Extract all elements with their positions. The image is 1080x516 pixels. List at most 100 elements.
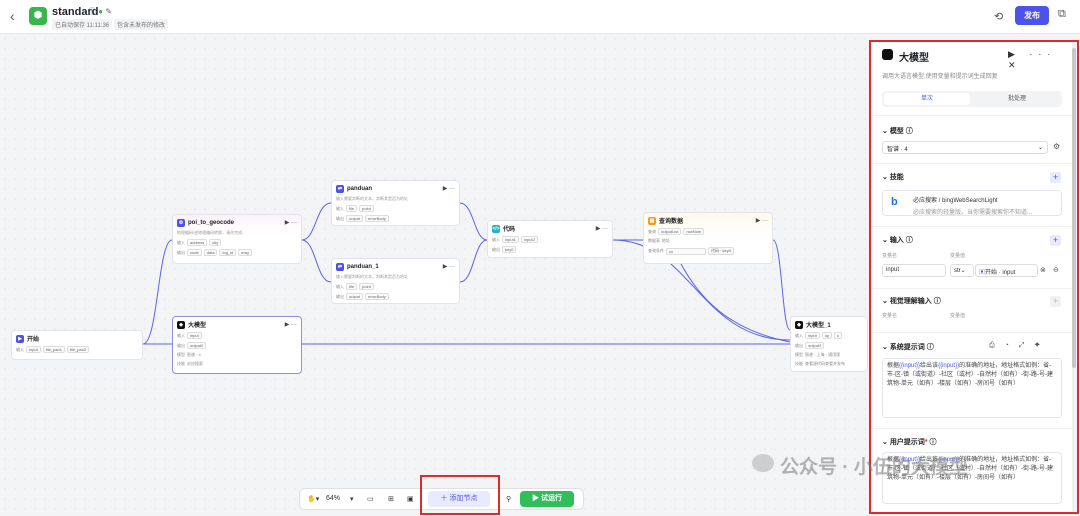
divider bbox=[872, 332, 1076, 333]
trial-run-label: 试运行 bbox=[540, 495, 562, 502]
tag: op bbox=[821, 332, 833, 339]
node-actions[interactable]: ▶ ··· bbox=[284, 322, 297, 328]
input-section-title[interactable]: ⌄ 输入 ⓘ bbox=[882, 237, 913, 244]
user-prompt-title[interactable]: ⌄ 用户提示词* ⓘ bbox=[882, 439, 937, 446]
vision-section-title[interactable]: ⌄ 视觉理解输入 ⓘ bbox=[882, 298, 941, 305]
tag: address bbox=[187, 239, 208, 246]
panel-actions[interactable]: ▶ ··· ✕ bbox=[1008, 49, 1057, 70]
panel-description: 调用大语言模型,使用变量和提示词生成回复 bbox=[882, 74, 998, 80]
copy-icon[interactable]: ⧉ bbox=[1058, 8, 1066, 20]
back-arrow-icon[interactable]: ‹ bbox=[10, 8, 15, 24]
llm-node-icon: ◆ bbox=[177, 320, 185, 329]
publish-button[interactable]: 发布 bbox=[1015, 6, 1049, 25]
section-label: 用户提示词 bbox=[889, 439, 925, 446]
skill-section-title[interactable]: ⌄ 技能 bbox=[882, 174, 904, 181]
row-label: 输入 bbox=[492, 236, 500, 242]
var-type-select[interactable]: str⌄ bbox=[950, 264, 974, 277]
minimap-icon[interactable]: ▣ bbox=[407, 496, 414, 503]
skill-card[interactable]: b 必应搜索 / bingWebSearchLight 必应搜索的轻量版。当你需… bbox=[882, 190, 1062, 216]
row-label: 输入 bbox=[177, 239, 185, 245]
skill-desc: 必应搜索的轻量版。当你需要搜索你不知道... bbox=[913, 210, 1033, 216]
row-label: 数据表 bbox=[648, 238, 660, 243]
debug-icon[interactable]: ⚲ bbox=[506, 496, 512, 503]
node-actions[interactable]: ▶ ··· bbox=[284, 220, 297, 226]
section-label: 输入 bbox=[889, 237, 904, 244]
layout-icon[interactable]: ⊞ bbox=[388, 496, 394, 503]
tag: input bbox=[805, 332, 820, 339]
tag: data bbox=[203, 249, 218, 256]
var-type: str bbox=[954, 268, 961, 274]
chevron-down-icon[interactable]: ▾ bbox=[350, 496, 354, 503]
row-label: 输出 bbox=[492, 246, 500, 252]
node-title: panduan bbox=[347, 185, 372, 192]
settings-icon[interactable]: ⚙ bbox=[1053, 142, 1061, 151]
model-select[interactable]: 智谱 · 4⌄ bbox=[882, 141, 1048, 154]
app-logo-icon: ⬢ bbox=[29, 7, 47, 25]
pointer-mode-icon[interactable]: ✋▾ bbox=[307, 496, 320, 503]
node-actions[interactable]: ▶ ··· bbox=[595, 226, 608, 232]
node-title: 大模型_1 bbox=[806, 323, 831, 329]
tag: input bbox=[26, 346, 41, 353]
model-value: 智谱 · 上海 · 通用版 bbox=[805, 352, 841, 357]
node-actions[interactable]: ▶ ··· bbox=[755, 218, 768, 224]
system-prompt-title[interactable]: ⌄ 系统提示词 ⓘ bbox=[882, 344, 934, 351]
zoom-select[interactable]: 64% bbox=[326, 495, 341, 502]
edit-icon[interactable]: ✎ bbox=[105, 7, 113, 16]
panel-scrollbar[interactable] bbox=[1072, 40, 1076, 512]
tag: output2 bbox=[187, 342, 207, 349]
row-label: 输入 bbox=[336, 283, 344, 289]
tag: file_pan2 bbox=[66, 346, 90, 353]
node-title: 查询数据 bbox=[659, 219, 684, 225]
database-icon: ▤ bbox=[648, 216, 656, 225]
tab-batch[interactable]: 批处理 bbox=[1007, 96, 1026, 102]
var-ref-select[interactable]: ▣开始 · input bbox=[975, 264, 1038, 277]
bing-icon: b bbox=[891, 196, 898, 208]
prompt-var: {{input}} bbox=[899, 363, 921, 369]
node-actions[interactable]: ▶ ··· bbox=[442, 186, 455, 192]
tag: rowNum bbox=[683, 228, 705, 235]
user-prompt-editor[interactable]: 根据{{input}}给出该{{input}}的准确的地址，地址格式如例：省-市… bbox=[882, 452, 1062, 504]
row-label: 输出 bbox=[336, 293, 344, 299]
model-value: 智谱 · 4 bbox=[887, 147, 908, 153]
trial-run-button[interactable]: ▶ 试运行 bbox=[520, 491, 574, 507]
tag: input bbox=[187, 332, 202, 339]
add-skill-button[interactable]: + bbox=[1050, 172, 1061, 183]
history-icon[interactable]: ⟲ bbox=[994, 11, 1004, 23]
comment-icon[interactable]: ▭ bbox=[367, 496, 374, 503]
add-input-button[interactable]: + bbox=[1050, 235, 1061, 246]
prompt-tools-icons[interactable]: ⎙◔⤢✦ bbox=[989, 342, 1050, 349]
node-actions[interactable]: ▶ ··· bbox=[442, 264, 455, 270]
code-icon: </> bbox=[492, 224, 500, 233]
node-poi-to-geocode[interactable]: ⚙poi_to_geocode▶ ··· 地理编码/逆地理编码转换，请先完成..… bbox=[172, 214, 302, 264]
tag: output bbox=[346, 293, 364, 300]
tab-single[interactable]: 单次 bbox=[884, 93, 970, 105]
add-node-button[interactable]: ＋ 添加节点 bbox=[428, 491, 490, 507]
watermark: 公众号 · 小伍的大模型 bbox=[780, 457, 968, 478]
node-desc: 输入需要判断的文本，判断其是否为地址 bbox=[336, 196, 408, 201]
tag: errorBody bbox=[365, 215, 389, 222]
info-icon[interactable]: ⓘ bbox=[88, 7, 96, 16]
clear-icon[interactable]: ⊗ bbox=[1040, 267, 1046, 274]
llm-icon bbox=[882, 49, 893, 60]
add-vision-button[interactable]: + bbox=[1050, 296, 1061, 307]
scrollbar-thumb[interactable] bbox=[1072, 48, 1076, 368]
tag: msg bbox=[238, 249, 252, 256]
var-name-input[interactable]: input bbox=[882, 264, 946, 277]
autosave-badge: 已自动保存 11:11:36 bbox=[52, 19, 113, 30]
prompt-text: 根据 bbox=[887, 457, 900, 463]
divider bbox=[872, 115, 1076, 116]
node-desc: 输入需要判断的文本，判断其是否为地址 bbox=[336, 274, 408, 279]
start-node-icon: ▶ bbox=[16, 334, 24, 343]
model-section-title[interactable]: ⌄ 模型 ⓘ bbox=[882, 128, 913, 135]
remove-icon[interactable]: ⊖ bbox=[1053, 267, 1059, 274]
system-prompt-editor[interactable]: 根据{{input}}给出该{{input}}的准确的地址，地址格式如例：省-市… bbox=[882, 358, 1062, 418]
prompt-var: {{input}} bbox=[938, 457, 960, 463]
prompt-var: {{input}} bbox=[938, 363, 960, 369]
